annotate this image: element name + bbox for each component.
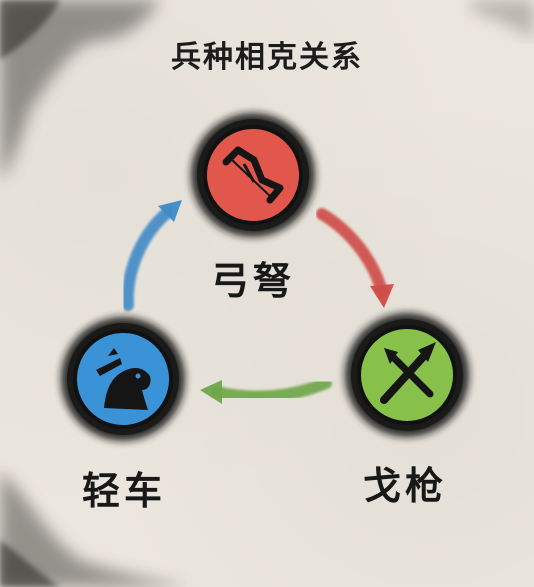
- unit-badge-cavalry[interactable]: [48, 304, 198, 454]
- arrow-spear-to-cavalry: [200, 377, 332, 404]
- unit-label-spear: 戈枪: [363, 464, 448, 508]
- unit-badge-archer[interactable]: [178, 100, 328, 250]
- arrow-archer-to-spear: [316, 208, 394, 308]
- arrow-cavalry-to-archer: [121, 200, 182, 311]
- bow-icon: [222, 146, 284, 204]
- unit-label-cavalry: 轻车: [82, 469, 167, 513]
- unit-label-archer: 弓弩: [211, 259, 296, 303]
- crossed-spears-icon: [380, 342, 436, 404]
- chariot-horse-icon: [96, 348, 151, 410]
- unit-badge-spear[interactable]: [332, 300, 482, 450]
- page-title: 兵种相克关系: [171, 40, 363, 75]
